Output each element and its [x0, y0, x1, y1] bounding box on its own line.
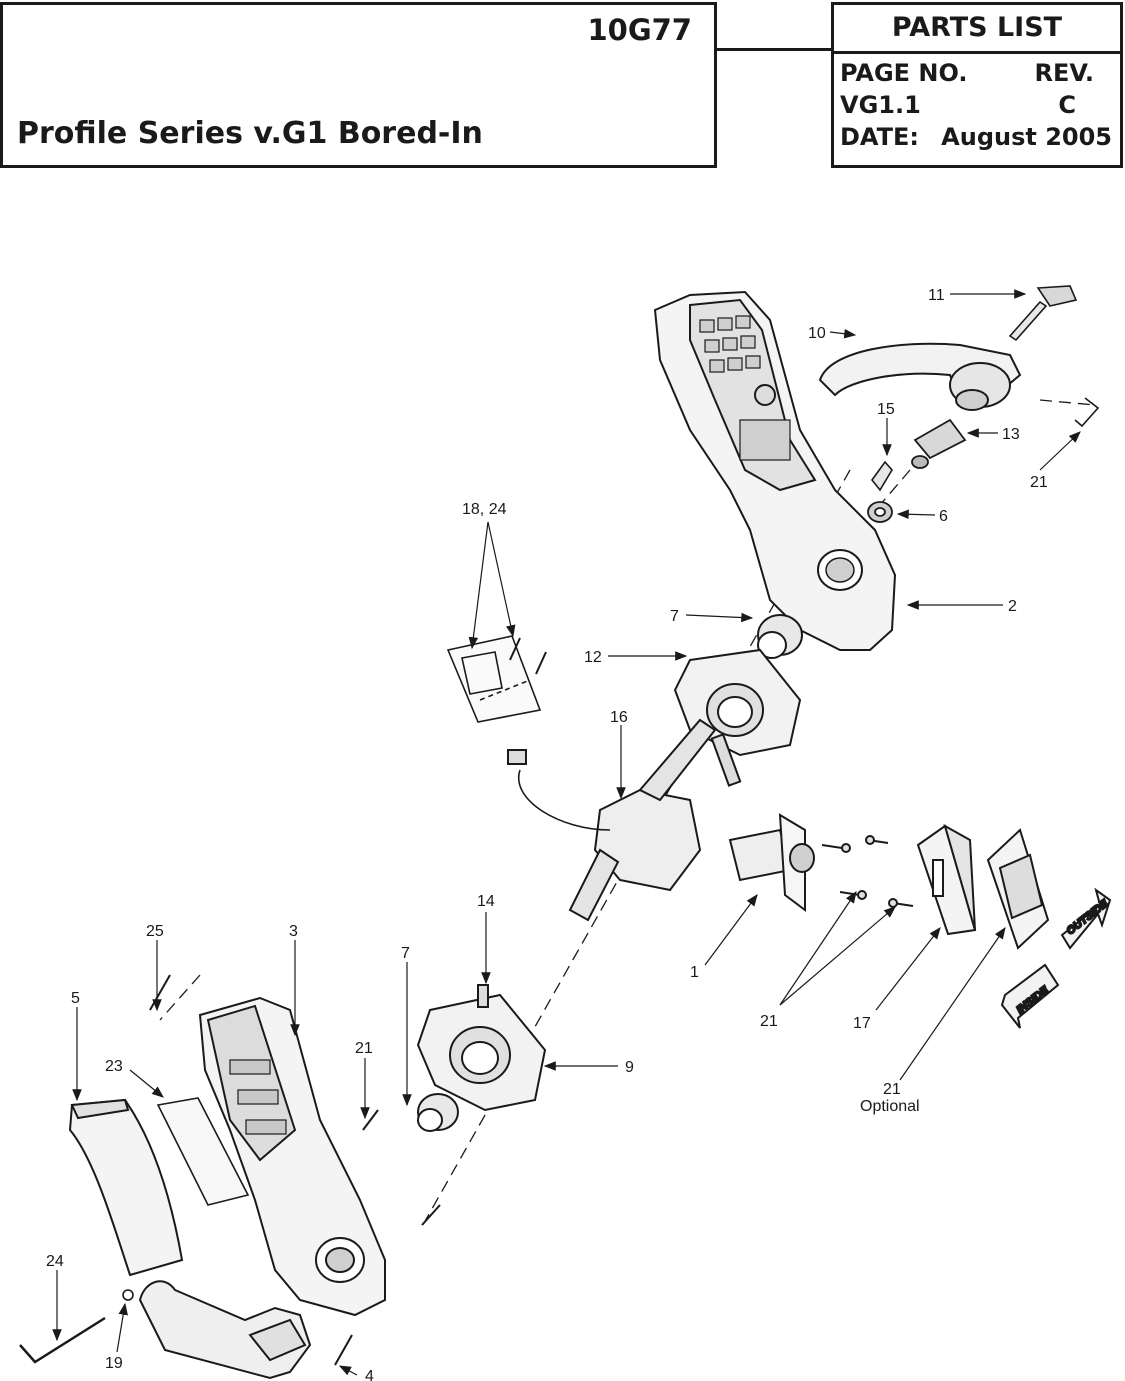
mounting-plate-part-9 [416, 993, 547, 1112]
spring-cage-part-7-upper [757, 614, 803, 659]
set-screw-part-19 [122, 1289, 134, 1301]
mounting-plate-part-12 [673, 648, 802, 787]
screws-part-21 [821, 835, 914, 908]
title-block: 10G77 Profile Series v.G1 Bored-In [0, 2, 717, 168]
spring-cage-part-7-lower [417, 1093, 459, 1132]
strike-box-optional [986, 828, 1050, 950]
callout-leader-lines [52, 289, 1081, 1376]
callout-21-clip: 21 [1030, 474, 1048, 491]
page-no-row: PAGE NO. REV. [840, 59, 1112, 91]
page-no-values-row: VG1.1 C [840, 91, 1112, 123]
tailpiece-part-15 [870, 460, 893, 492]
callout-23: 23 [105, 1058, 123, 1075]
parts-list-block: PARTS LIST PAGE NO. REV. VG1.1 C DATE: A… [831, 2, 1123, 168]
callout-18-24: 18, 24 [462, 501, 507, 518]
document-title: Profile Series v.G1 Bored-In [17, 116, 483, 151]
callout-11: 11 [928, 287, 945, 304]
battery-cover-part-5 [68, 1098, 184, 1277]
callout-13: 13 [1002, 426, 1020, 443]
callout-25: 25 [146, 923, 164, 940]
callout-labels: 11 10 15 13 21 6 18, 24 7 2 12 16 14 25 … [46, 287, 1048, 1381]
cylinder-part-13 [911, 418, 967, 469]
outside-direction-arrow: OUTSIDE [1060, 887, 1112, 950]
chassis-part-16 [507, 718, 717, 922]
retaining-pin-part-21 [1074, 397, 1100, 428]
date-label: DATE: [840, 123, 919, 151]
callout-7-upper: 7 [670, 608, 679, 625]
date-value: August 2005 [941, 123, 1112, 151]
inside-housing-part-3 [198, 996, 386, 1317]
screw-part-4 [334, 1334, 353, 1366]
strike-plate-part-17 [916, 823, 977, 936]
latch-part-1 [728, 813, 815, 912]
callout-14: 14 [477, 893, 495, 910]
key-part-11 [1008, 285, 1078, 342]
callout-7-lower: 7 [401, 945, 410, 962]
screws-part-21-lower [362, 1109, 441, 1226]
callout-21-optional: 21 [883, 1081, 901, 1098]
callout-16: 16 [610, 709, 628, 726]
callout-15: 15 [877, 401, 895, 418]
battery-bracket-part-23 [156, 1097, 250, 1206]
callout-4: 4 [365, 1368, 374, 1381]
date-row: DATE: August 2005 [840, 123, 1112, 155]
nut-part-6 [867, 501, 893, 523]
callout-9: 9 [625, 1059, 634, 1076]
callout-1: 1 [690, 964, 699, 981]
callout-21-screws: 21 [760, 1013, 778, 1030]
callout-21-plate: 21 [355, 1040, 373, 1057]
rev-label: REV. [1034, 59, 1094, 87]
callout-6: 6 [939, 508, 948, 525]
outside-lever-part-10 [818, 342, 1022, 411]
post-part-14 [477, 984, 489, 1008]
rev-value: C [1058, 91, 1076, 119]
document-number: 10G77 [587, 13, 692, 47]
callout-19: 19 [105, 1355, 123, 1372]
optional-label: Optional [860, 1098, 920, 1115]
page-no-label: PAGE NO. [840, 59, 968, 87]
hex-wrench-part-24 [19, 1316, 106, 1364]
inside-lever [138, 1280, 312, 1380]
callout-10: 10 [808, 325, 826, 342]
exploded-parts-diagram: OUTSIDE INSIDE [19, 285, 1112, 1381]
callout-2: 2 [1008, 598, 1017, 615]
header-divider [717, 48, 831, 51]
parts-list-heading: PARTS LIST [834, 5, 1120, 54]
screw-part-25 [149, 974, 171, 1011]
page-no-value: VG1.1 [840, 91, 921, 119]
callout-12: 12 [584, 649, 602, 666]
callout-3: 3 [289, 923, 298, 940]
inside-direction-arrow: INSIDE [1000, 963, 1060, 1029]
callout-17: 17 [853, 1015, 871, 1032]
callout-24: 24 [46, 1253, 64, 1270]
wood-screws-part-24 [509, 637, 547, 675]
template-part-18 [446, 635, 542, 723]
outside-housing-part-2 [653, 290, 897, 651]
callout-5: 5 [71, 990, 80, 1007]
